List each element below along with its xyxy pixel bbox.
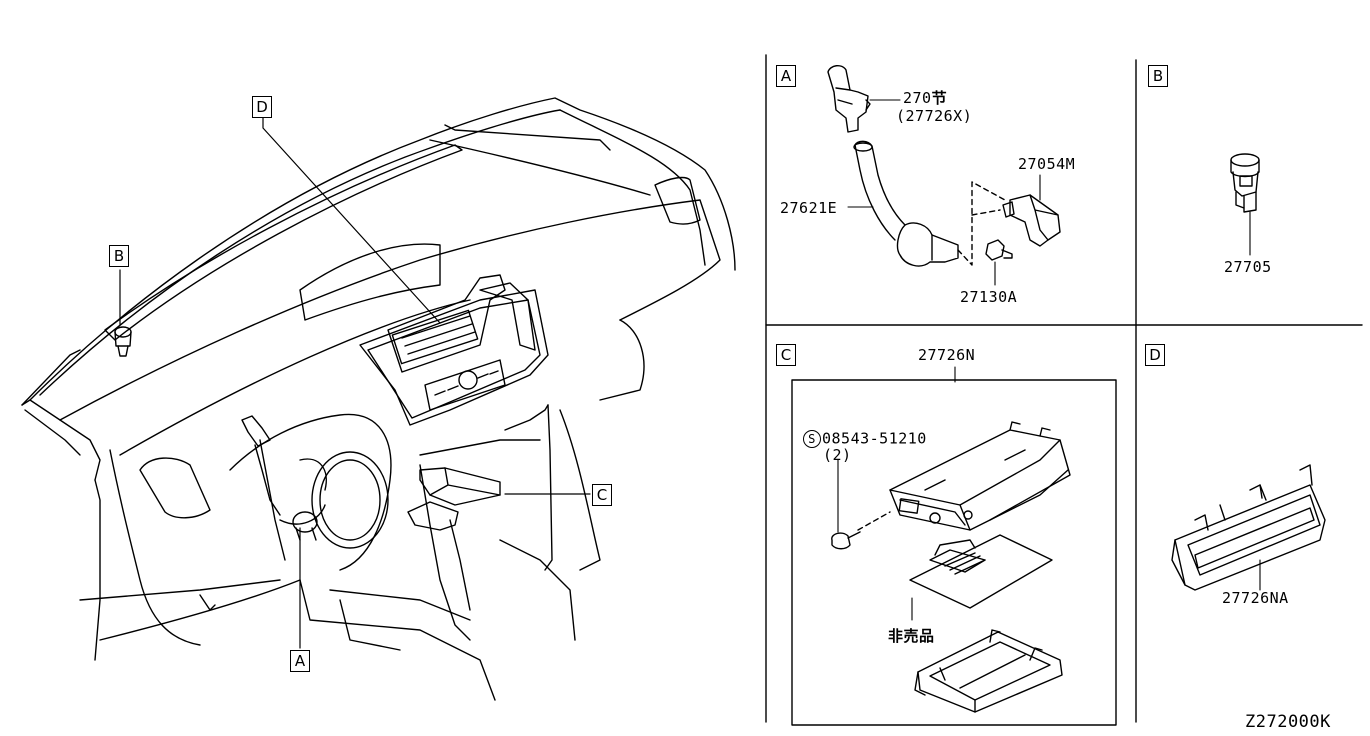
part-270-label: 270节 <box>903 90 947 106</box>
panel-b-part <box>1230 153 1260 256</box>
panel-c-label: C <box>776 344 796 366</box>
callout-b: B <box>109 245 129 267</box>
panel-a-label: A <box>776 65 796 87</box>
panel-a-parts <box>827 65 1061 286</box>
callout-d: D <box>252 96 272 118</box>
dashboard-illustration <box>21 97 736 701</box>
screw-part-number: 08543-51210 <box>822 429 927 448</box>
panel-frames <box>765 54 1363 726</box>
part-27130a-label: 27130A <box>960 288 1018 306</box>
part-27726na-label: 27726NA <box>1222 589 1289 607</box>
panel-d-part <box>1171 464 1326 591</box>
part-27621e-label: 27621E <box>780 199 838 217</box>
part-270-number: 270 <box>903 89 932 107</box>
panel-c-parts <box>831 366 1071 713</box>
callout-a: A <box>290 650 310 672</box>
part-27726x-label: (27726X) <box>896 107 973 125</box>
main-leaders <box>119 117 591 649</box>
screw-standard-symbol: S <box>803 430 821 448</box>
part-27726n-label: 27726N <box>918 346 976 364</box>
part-27054m-label: 27054M <box>1018 155 1076 173</box>
not-for-sale-label: 非売品 <box>888 627 935 645</box>
panel-b-label: B <box>1148 65 1168 87</box>
panel-d-label: D <box>1145 344 1165 366</box>
callout-c: C <box>592 484 612 506</box>
diagram-code: Z272000K <box>1245 712 1331 732</box>
part-270-suffix: 节 <box>931 89 948 107</box>
part-27705-label: 27705 <box>1224 258 1272 276</box>
screw-quantity-label: (2) <box>823 446 852 464</box>
